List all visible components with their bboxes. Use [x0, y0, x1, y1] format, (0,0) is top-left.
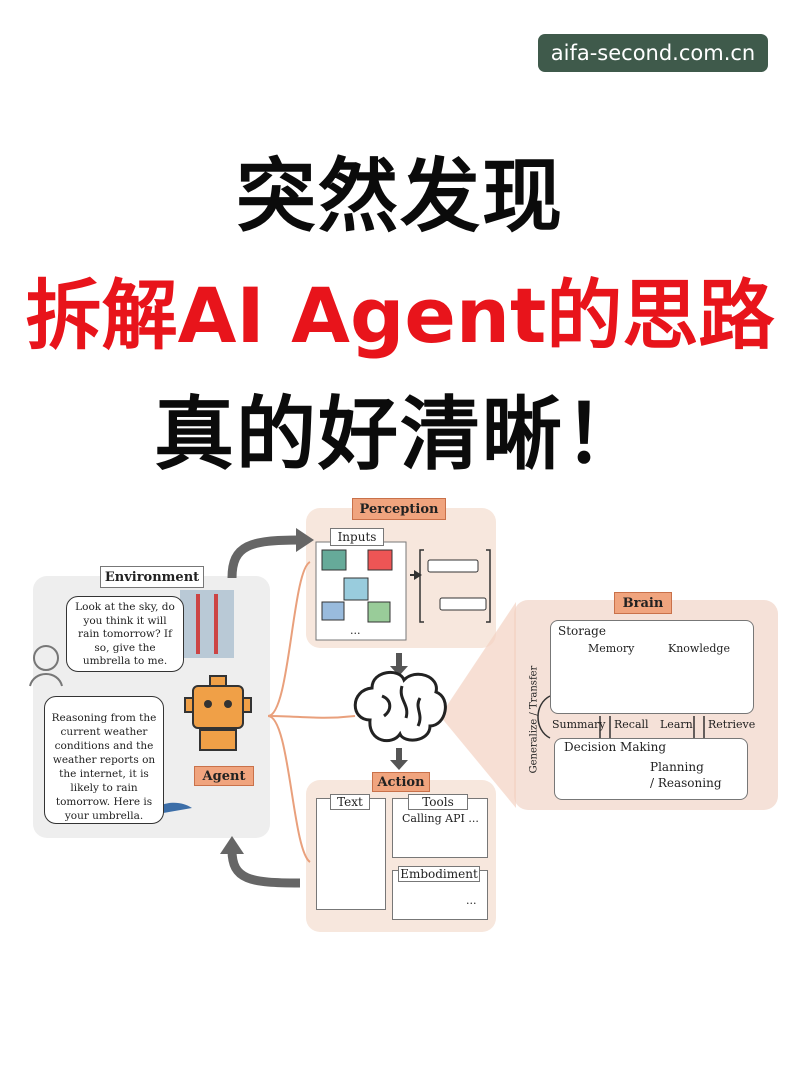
- text-input-icon: [343, 577, 369, 601]
- user-question-bubble: Look at the sky, do you think it will ra…: [66, 596, 184, 672]
- agent-reply-bubble: Reasoning from the current weather condi…: [44, 696, 164, 824]
- image-input-icon: [321, 549, 347, 571]
- person-icon: [29, 645, 63, 687]
- memory-label: Memory: [588, 642, 635, 655]
- robot-icon: [184, 675, 252, 751]
- embodiment-ellipsis: ...: [466, 894, 477, 907]
- perception-label: Perception: [352, 498, 446, 520]
- storage-label: Storage: [558, 624, 606, 638]
- headline-line-2: 拆解AI Agent的思路: [25, 271, 775, 360]
- audio-input-icon: [367, 549, 393, 571]
- embedding-vector-1: [427, 559, 479, 573]
- map-input-icon: [367, 601, 391, 623]
- agent-diagram: Environment Look at the sky, do you thin…: [0, 490, 800, 960]
- text-output-box: [316, 798, 386, 910]
- headline-line-1: 突然发现: [236, 150, 564, 243]
- knowledge-label: Knowledge: [668, 642, 730, 655]
- recall-label: Recall: [614, 718, 649, 731]
- perception-ellipsis: ...: [350, 624, 361, 637]
- reasoning-label: / Reasoning: [650, 776, 722, 790]
- agent-label: Agent: [194, 766, 254, 786]
- brain-icon: [353, 671, 447, 743]
- inputs-label: Inputs: [330, 528, 384, 546]
- video-input-icon: [321, 601, 345, 621]
- brain-label: Brain: [614, 592, 672, 614]
- environment-label: Environment: [100, 566, 204, 588]
- storage-box: [550, 620, 754, 714]
- planning-label: Planning: [650, 760, 704, 774]
- action-label: Action: [372, 772, 430, 792]
- learn-label: Learn: [660, 718, 693, 731]
- decision-making-label: Decision Making: [564, 740, 667, 754]
- embedding-vector-2: [439, 597, 487, 611]
- headline-line-3: 真的好清晰！: [154, 388, 646, 481]
- tools-label: Tools: [408, 794, 468, 810]
- text-output-label: Text: [330, 794, 370, 810]
- embodiment-label: Embodiment: [398, 866, 480, 882]
- watermark: aifa-second.com.cn: [538, 34, 768, 72]
- generalize-transfer-label: Generalize / Transfer: [528, 665, 540, 774]
- decision-making-box: [554, 738, 748, 800]
- retrieve-label: Retrieve: [708, 718, 756, 731]
- calling-api-label: Calling API ...: [402, 812, 479, 825]
- summary-label: Summary: [552, 718, 606, 731]
- foggy-bridge-image: [180, 590, 234, 658]
